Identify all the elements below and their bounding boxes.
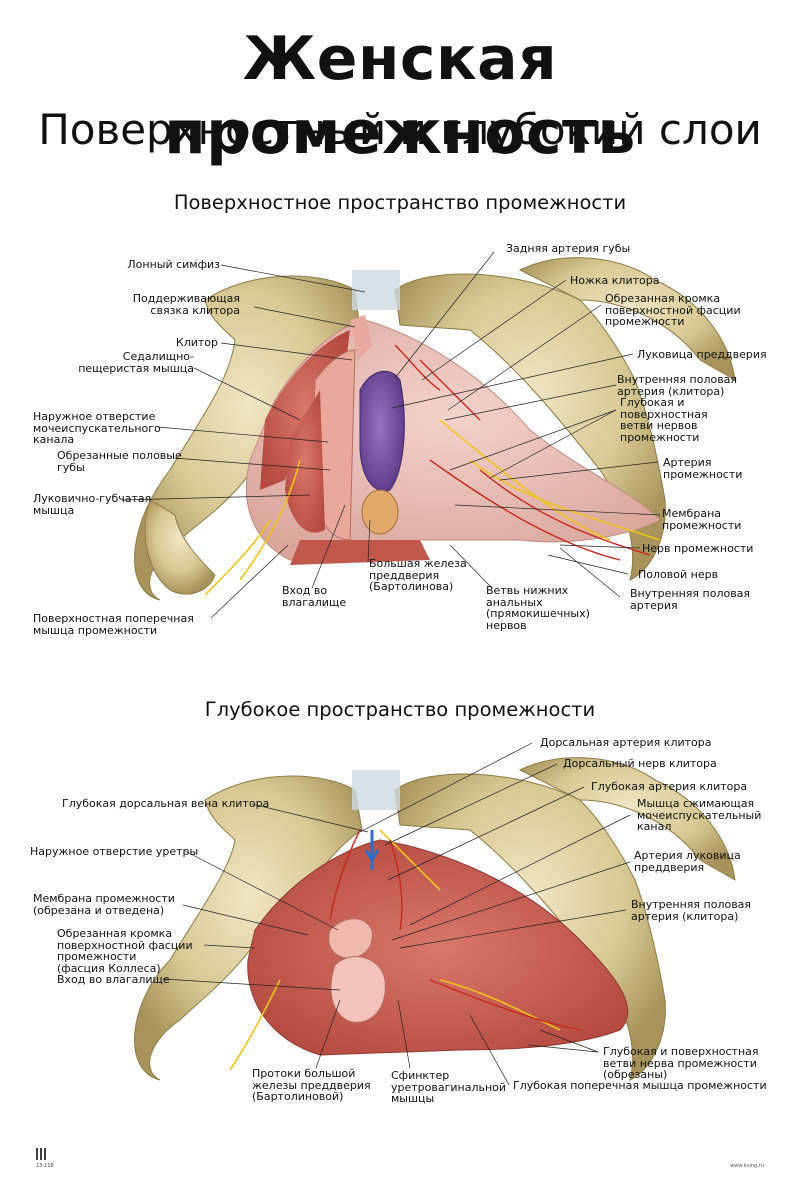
label-perineal-membrane-reflected: Мембрана промежности (обрезана и отведен… bbox=[33, 892, 175, 917]
leader-lines-deep bbox=[162, 742, 631, 1086]
label-suspensory-ligament: Поддерживающая связка клитора bbox=[132, 292, 240, 317]
label-posterior-labial-artery: Задняя артерия губы bbox=[506, 242, 631, 255]
label-dorsal-nerve-clitoris: Дорсальный нерв клитора bbox=[563, 757, 717, 770]
leader-lines-superficial bbox=[121, 251, 661, 619]
label-inferior-anal-nerves: Ветвь нижних анальных (прямокишечных) не… bbox=[486, 584, 590, 632]
nerves-deep bbox=[229, 829, 561, 1071]
section-title-superficial: Поверхностное пространство промежности bbox=[173, 191, 627, 214]
label-vaginal-orifice: Вход во влагалище bbox=[282, 584, 347, 609]
label-greater-vestibular-gland: Большая железа преддверия (Бартолинова) bbox=[369, 557, 467, 593]
ischial-ramus-left bbox=[144, 499, 216, 595]
label-external-urethral-orifice-deep: Наружное отверстие уретры bbox=[30, 845, 199, 858]
label-external-urethral-orifice: Наружное отверстие мочеиспускательного к… bbox=[33, 410, 161, 446]
label-dorsal-artery-clitoris: Дорсальная артерия клитора bbox=[540, 736, 712, 749]
ischial-ramus-right bbox=[518, 257, 736, 381]
label-deep-artery-clitoris: Глубокая артерия клитора bbox=[591, 780, 748, 793]
label-urethrovaginal-sphincter: Сфинктер уретровагинальной мышцы bbox=[391, 1069, 507, 1105]
poster-title: Женская промежность bbox=[164, 24, 636, 168]
label-perineal-membrane: Мембрана промежности bbox=[662, 507, 742, 532]
label-deep-transverse-muscle: Глубокая поперечная мышца промежности bbox=[513, 1079, 767, 1092]
pubic-bone-left-deep bbox=[134, 775, 363, 1081]
pubic-bone-right bbox=[394, 273, 666, 581]
label-gland-ducts: Протоки большой железы преддверия (Барто… bbox=[252, 1067, 371, 1103]
label-superficial-transverse-muscle: Поверхностная поперечная мышца промежнос… bbox=[33, 612, 194, 637]
label-clitoris: Клитор bbox=[175, 336, 218, 349]
label-urethral-compressor: Мышца сжимающая мочеиспускательный канал bbox=[637, 797, 762, 833]
label-perineal-nerve-branches: Глубокая и поверхностная ветви нервов пр… bbox=[620, 396, 708, 444]
superficial-transverse-muscle bbox=[290, 540, 430, 565]
deep-illustration bbox=[134, 757, 736, 1081]
ischial-ramus-right-deep bbox=[518, 757, 736, 881]
label-artery-vestibular-bulb: Артерия луковица преддверия bbox=[634, 849, 741, 874]
label-internal-pudendal-artery: Внутренняя половая артерия bbox=[630, 587, 751, 612]
section-title-deep: Глубокое пространство промежности bbox=[204, 698, 596, 721]
label-clitoris-crus: Ножка клитора bbox=[570, 274, 660, 287]
nerves-superficial bbox=[204, 419, 661, 596]
label-cut-superficial-fascia: Обрезанная кромка поверхностной фасции п… bbox=[605, 292, 741, 328]
vaginal-opening bbox=[330, 956, 386, 1023]
arteries-deep bbox=[329, 829, 581, 1031]
label-cut-labia: Обрезанные половые губы bbox=[57, 449, 182, 474]
label-vaginal-orifice-deep: Вход во влагалище bbox=[57, 973, 170, 986]
pubic-symphysis-deep bbox=[352, 770, 400, 810]
label-deep-dorsal-vein: Глубокая дорсальная вена клитора bbox=[62, 797, 270, 810]
superficial-illustration bbox=[134, 257, 736, 601]
label-perineal-nerve: Нерв промежности bbox=[642, 542, 754, 555]
pubic-symphysis bbox=[352, 270, 400, 310]
bulbospongiosus bbox=[285, 390, 325, 533]
label-pudendal-nerve: Половой нерв bbox=[638, 568, 719, 581]
label-internal-pudendal-clitoris: Внутренняя половая артерия (клитора) bbox=[617, 373, 738, 398]
label-colles-fascia: Обрезанная кромка поверхностной фасции п… bbox=[57, 927, 193, 975]
footer-code: 13-116 bbox=[36, 1163, 54, 1169]
label-pubic-symphysis: Лонный симфиз bbox=[127, 258, 220, 271]
urethral-sphincter bbox=[328, 918, 373, 959]
label-bulbospongiosus: Луковично-губчатая мышца bbox=[33, 492, 152, 517]
deep-dorsal-vein bbox=[364, 830, 380, 870]
label-vestibular-bulb: Луковица преддверия bbox=[637, 348, 767, 361]
vestibular-bulb bbox=[359, 370, 405, 492]
label-perineal-artery: Артерия промежности bbox=[663, 456, 743, 481]
label-perineal-nerve-branches-cut: Глубокая и поверхностная ветви нерва про… bbox=[603, 1045, 759, 1081]
greater-vestibular-gland bbox=[361, 489, 399, 535]
qr-code bbox=[36, 1148, 48, 1160]
poster-subtitle: Поверхностный и глубокий слои bbox=[38, 105, 762, 154]
label-internal-pudendal-clitoris-deep: Внутренняя половая артерия (клитора) bbox=[631, 898, 752, 923]
footer-site: www.kving.ru bbox=[730, 1163, 764, 1169]
clitoris bbox=[350, 315, 372, 360]
label-ischiocavernosus: Седалищно- пещеристая мышца bbox=[78, 350, 194, 375]
